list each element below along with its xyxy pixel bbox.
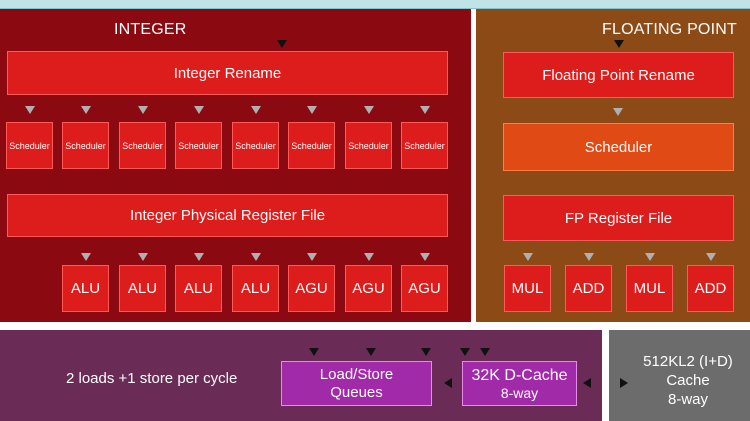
dcache-ways: 8-way: [500, 384, 539, 401]
queue-input-arrow: [366, 348, 376, 356]
alu-unit: ALU: [175, 265, 222, 312]
integer-scheduler: Scheduler: [119, 122, 166, 169]
integer-scheduler: Scheduler: [232, 122, 279, 169]
arrow-left: [583, 378, 591, 388]
integer-rename-box: Integer Rename: [7, 51, 448, 95]
floating-point-title: FLOATING POINT: [602, 21, 737, 38]
arrow-left: [444, 378, 452, 388]
top-strip: [0, 0, 750, 8]
dcache-input-arrow: [460, 348, 470, 356]
integer-scheduler: Scheduler: [6, 122, 53, 169]
arrow-down: [194, 106, 204, 114]
fp-input-arrow: [614, 40, 624, 48]
arrow-down: [81, 106, 91, 114]
arrow-down: [307, 253, 317, 261]
load-store-queues-box: Load/Store Queues: [281, 361, 432, 406]
l2-cache-label: 512KL2 (I+D) Cache 8-way: [630, 352, 746, 409]
arrow-down: [364, 253, 374, 261]
agu-unit: AGU: [288, 265, 335, 312]
arrow-down: [25, 106, 35, 114]
fp-mul-unit: MUL: [626, 265, 673, 312]
integer-scheduler: Scheduler: [288, 122, 335, 169]
arrow-down: [613, 108, 623, 116]
fp-add-unit: ADD: [565, 265, 612, 312]
top-divider: [0, 8, 750, 9]
arrow-down: [645, 253, 655, 261]
l2-line1: 512KL2 (I+D): [643, 353, 733, 370]
arrow-right: [620, 378, 628, 388]
arrow-down: [584, 253, 594, 261]
integer-scheduler: Scheduler: [62, 122, 109, 169]
agu-unit: AGU: [401, 265, 448, 312]
alu-unit: ALU: [232, 265, 279, 312]
arrow-down: [307, 106, 317, 114]
dcache-box: 32K D-Cache 8-way: [462, 361, 577, 406]
integer-scheduler: Scheduler: [175, 122, 222, 169]
arrow-down: [251, 253, 261, 261]
load-store-throughput: 2 loads +1 store per cycle: [66, 370, 238, 387]
l2-line2: Cache: [666, 372, 710, 389]
agu-unit: AGU: [345, 265, 392, 312]
fp-register-file-box: FP Register File: [503, 195, 734, 241]
queue-input-arrow: [421, 348, 431, 356]
arrow-down: [420, 106, 430, 114]
arrow-down: [364, 106, 374, 114]
integer-scheduler: Scheduler: [401, 122, 448, 169]
queue-input-arrow: [309, 348, 319, 356]
fp-add-unit: ADD: [687, 265, 734, 312]
arrow-down: [523, 253, 533, 261]
l2-cache-panel: [609, 330, 750, 421]
alu-unit: ALU: [119, 265, 166, 312]
dcache-input-arrow: [480, 348, 490, 356]
integer-register-file-box: Integer Physical Register File: [7, 194, 448, 237]
arrow-down: [251, 106, 261, 114]
l2-line3: 8-way: [667, 391, 708, 408]
integer-scheduler: Scheduler: [345, 122, 392, 169]
integer-title: INTEGER: [114, 21, 187, 38]
arrow-down: [138, 106, 148, 114]
fp-rename-box: Floating Point Rename: [503, 52, 734, 98]
fp-mul-unit: MUL: [504, 265, 551, 312]
fp-scheduler-box: Scheduler: [503, 123, 734, 171]
arrow-down: [706, 253, 716, 261]
arrow-down: [138, 253, 148, 261]
arrow-down: [420, 253, 430, 261]
dcache-label: 32K D-Cache: [471, 366, 568, 384]
integer-input-arrow: [277, 40, 287, 48]
arrow-down: [194, 253, 204, 261]
arrow-down: [81, 253, 91, 261]
alu-unit: ALU: [62, 265, 109, 312]
